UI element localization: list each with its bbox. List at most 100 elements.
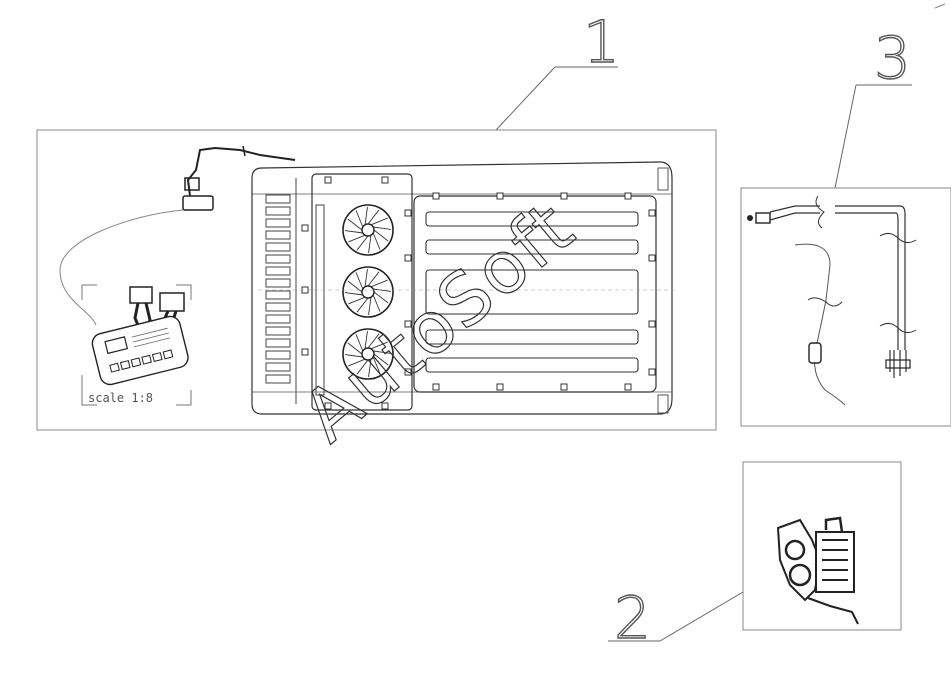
callout-3: 3 xyxy=(834,23,912,189)
fan-blade xyxy=(368,235,372,254)
fan-blade xyxy=(372,356,381,374)
mounting-foot xyxy=(807,597,859,625)
connector-b-icon xyxy=(159,292,185,312)
fan-hub xyxy=(361,223,375,237)
callout-2-leader xyxy=(659,591,744,642)
evaporator-section xyxy=(413,195,657,393)
fan-blade xyxy=(367,333,380,349)
fan-blade xyxy=(373,229,389,242)
callout-3-leader xyxy=(834,84,857,189)
control-module-body xyxy=(91,315,189,386)
fan-blade xyxy=(373,226,392,230)
louvre-slot xyxy=(265,242,291,252)
fan-blade xyxy=(348,234,366,243)
control-button-icon xyxy=(119,360,131,370)
bolt-icon xyxy=(648,320,656,328)
control-button-icon xyxy=(141,354,152,365)
fan-blade xyxy=(355,272,364,290)
compressor-body xyxy=(815,531,855,593)
fan-ring xyxy=(342,266,394,318)
fan-blade xyxy=(373,353,389,366)
mounting-bolts xyxy=(301,176,656,410)
duct-slot xyxy=(425,329,639,345)
bolt-icon xyxy=(301,348,309,356)
bolt-icon xyxy=(496,383,504,391)
fan-blade xyxy=(364,268,368,287)
corner-mark xyxy=(934,3,946,9)
pipe-end-icon xyxy=(747,215,753,221)
compressor-assembly xyxy=(776,516,859,625)
callout-1-leader xyxy=(495,66,556,131)
control-button-icon xyxy=(109,362,120,373)
compressor-port-icon xyxy=(824,516,844,533)
drain-hose xyxy=(794,243,846,406)
condenser-fans xyxy=(342,204,394,380)
bolt-icon xyxy=(381,402,389,410)
fan-blade xyxy=(373,288,392,292)
fan-ring xyxy=(342,204,394,256)
connector-a-icon xyxy=(129,286,153,304)
bolt-icon xyxy=(648,368,656,376)
panel-3-frame xyxy=(740,187,951,427)
callout-number-2: 2 xyxy=(614,584,651,652)
clutch-icon xyxy=(788,563,812,587)
scale-label: scale 1:8 xyxy=(88,391,153,405)
bolt-icon xyxy=(648,254,656,262)
louvre-slot xyxy=(265,206,291,216)
bolt-icon xyxy=(560,383,568,391)
control-display-icon xyxy=(104,336,129,355)
panel-1-frame xyxy=(36,129,717,431)
fan-blade xyxy=(344,230,363,234)
fan-blade xyxy=(373,291,389,304)
callout-2: 2 xyxy=(608,583,744,653)
fan-ring xyxy=(342,328,394,380)
pipe-fitting-icon xyxy=(755,212,771,224)
fan-blade xyxy=(356,235,369,251)
panel-2-compressor xyxy=(742,461,902,631)
control-module xyxy=(91,315,189,386)
harness-wire xyxy=(186,146,296,197)
control-text-line xyxy=(131,327,168,338)
panel-2-frame xyxy=(742,461,902,631)
fan-blade xyxy=(355,210,364,228)
callout-number-3: 3 xyxy=(874,24,911,92)
control-buttons xyxy=(109,349,174,373)
fan-blade xyxy=(348,358,366,367)
bolt-icon xyxy=(432,383,440,391)
fan-blade xyxy=(364,330,368,349)
fan-blade xyxy=(368,297,372,316)
louvre-slot xyxy=(265,218,291,228)
louvre-slot xyxy=(265,194,291,204)
roof-unit xyxy=(251,161,678,415)
control-text-line xyxy=(134,337,171,348)
roof-unit-outline xyxy=(251,161,673,415)
control-button-icon xyxy=(162,349,174,360)
fan-blade xyxy=(356,359,369,375)
connector-plug-icon xyxy=(182,195,214,211)
bolt-icon xyxy=(324,402,332,410)
louvre-slot xyxy=(265,290,291,300)
break-mark xyxy=(879,322,917,334)
hose-clamp-icon xyxy=(808,342,822,364)
louvre-slot xyxy=(265,362,291,372)
fan-blade xyxy=(372,232,381,250)
refrigerant-pipe-upper xyxy=(769,205,906,350)
fan-blade xyxy=(367,209,380,225)
bolt-icon xyxy=(404,368,412,376)
duct-slot xyxy=(425,357,639,373)
bolt-icon xyxy=(404,320,412,328)
bolt-icon xyxy=(381,176,389,184)
panel-1-air-conditioner-unit: scale 1:8 AutoSoft xyxy=(36,129,717,459)
fan-blade xyxy=(368,359,372,378)
bolt-icon xyxy=(404,254,412,262)
bolt-icon xyxy=(496,192,504,200)
fan-blade xyxy=(355,334,364,352)
louvre-slot xyxy=(265,374,291,384)
control-button-icon xyxy=(151,352,163,363)
duct-slot xyxy=(425,211,639,227)
bolt-icon xyxy=(301,224,309,232)
louvre-slot xyxy=(265,326,291,336)
fan-blade xyxy=(370,279,388,288)
compressor-bracket xyxy=(776,518,822,602)
